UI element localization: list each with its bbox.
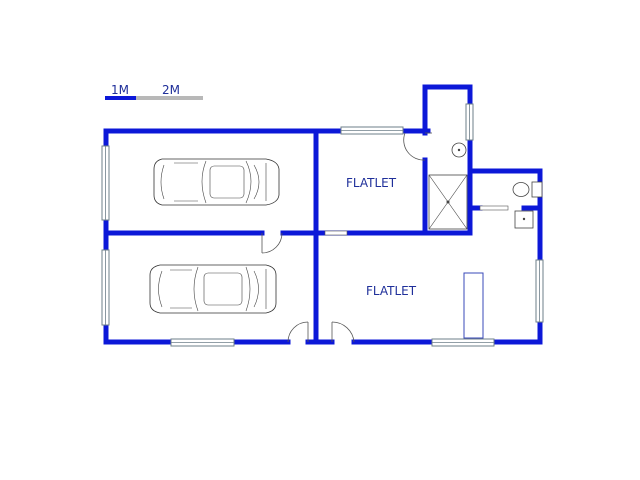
car-lower-icon	[149, 264, 277, 314]
bathroom-fixtures	[428, 142, 543, 230]
door-bathroom-arc	[403, 132, 426, 161]
scale-label-2m: 2M	[162, 83, 180, 97]
door-garage-arc	[261, 232, 283, 254]
opening-wc	[479, 205, 509, 211]
toilet-icon	[512, 182, 530, 197]
scale-label-1m: 1M	[111, 83, 129, 97]
door-bottom-right-arc	[331, 321, 355, 343]
scale-bar-light-segment	[136, 96, 203, 100]
flatlet-counter	[463, 272, 484, 339]
windows	[101, 103, 544, 347]
doors	[261, 132, 509, 343]
door-bottom-left-arc	[287, 321, 309, 343]
scale-bar: 1M 2M	[105, 83, 203, 100]
room-label-flatlet-upper: FLATLET	[346, 176, 397, 190]
car-upper-icon	[153, 158, 280, 206]
toilet-cistern	[531, 181, 543, 198]
room-label-flatlet-lower: FLATLET	[366, 284, 417, 298]
shower-drain	[446, 200, 450, 204]
scale-bar-dark-segment	[105, 96, 136, 100]
opening-flatlet-divider	[324, 230, 348, 236]
